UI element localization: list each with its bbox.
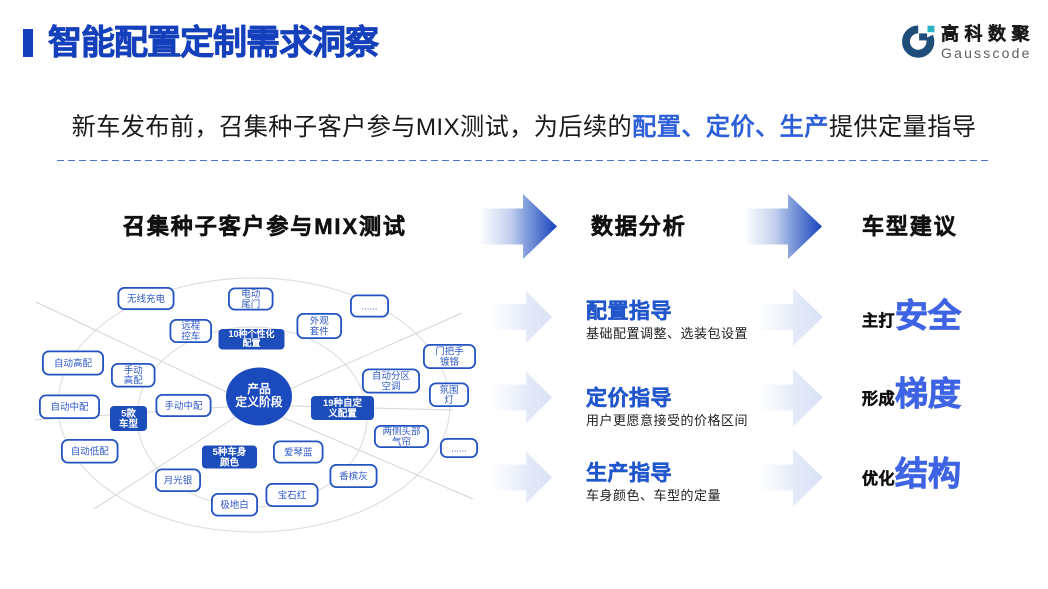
svg-text:门把手: 门把手 — [435, 346, 464, 358]
svg-text:气帘: 气帘 — [392, 436, 411, 448]
svg-text:自动低配: 自动低配 — [71, 446, 110, 458]
svg-text:控车: 控车 — [181, 330, 200, 342]
svg-text:5款: 5款 — [121, 408, 136, 420]
svg-text:极地白: 极地白 — [220, 499, 249, 511]
svg-text:远程: 远程 — [181, 321, 201, 332]
svg-text:自动高配: 自动高配 — [54, 357, 93, 369]
svg-text:尾门: 尾门 — [241, 298, 260, 310]
svg-text:电动: 电动 — [241, 288, 260, 300]
svg-text:5种车身: 5种车身 — [213, 446, 247, 458]
svg-text:10种个性化: 10种个性化 — [228, 328, 274, 339]
svg-text:外观: 外观 — [310, 315, 330, 327]
svg-text:手动中配: 手动中配 — [164, 400, 203, 412]
svg-text:灯: 灯 — [444, 395, 454, 406]
svg-text:定义阶段: 定义阶段 — [235, 395, 282, 409]
svg-text:颜色: 颜色 — [220, 456, 240, 468]
svg-text:两侧头部: 两侧头部 — [382, 426, 420, 438]
svg-text:月光银: 月光银 — [164, 475, 193, 487]
svg-text:自动分区: 自动分区 — [372, 370, 411, 382]
svg-text:空调: 空调 — [381, 380, 400, 392]
svg-text:......: ...... — [362, 301, 378, 312]
svg-text:......: ...... — [451, 443, 467, 454]
svg-text:套件: 套件 — [310, 325, 330, 337]
svg-text:自动中配: 自动中配 — [50, 401, 89, 413]
svg-text:氛围: 氛围 — [439, 384, 458, 396]
svg-text:香槟灰: 香槟灰 — [339, 470, 368, 482]
svg-text:镀铬: 镀铬 — [440, 356, 460, 368]
svg-text:爱琴蓝: 爱琴蓝 — [284, 446, 313, 458]
svg-text:宝石红: 宝石红 — [278, 489, 307, 501]
svg-text:义配置: 义配置 — [327, 407, 357, 419]
svg-text:车型: 车型 — [119, 418, 139, 430]
svg-text:19种自定: 19种自定 — [323, 397, 363, 409]
svg-text:手动: 手动 — [124, 364, 143, 376]
svg-text:无线充电: 无线充电 — [127, 293, 166, 305]
svg-text:高配: 高配 — [124, 375, 144, 387]
svg-text:产品: 产品 — [247, 382, 271, 396]
svg-text:配置: 配置 — [242, 338, 260, 348]
